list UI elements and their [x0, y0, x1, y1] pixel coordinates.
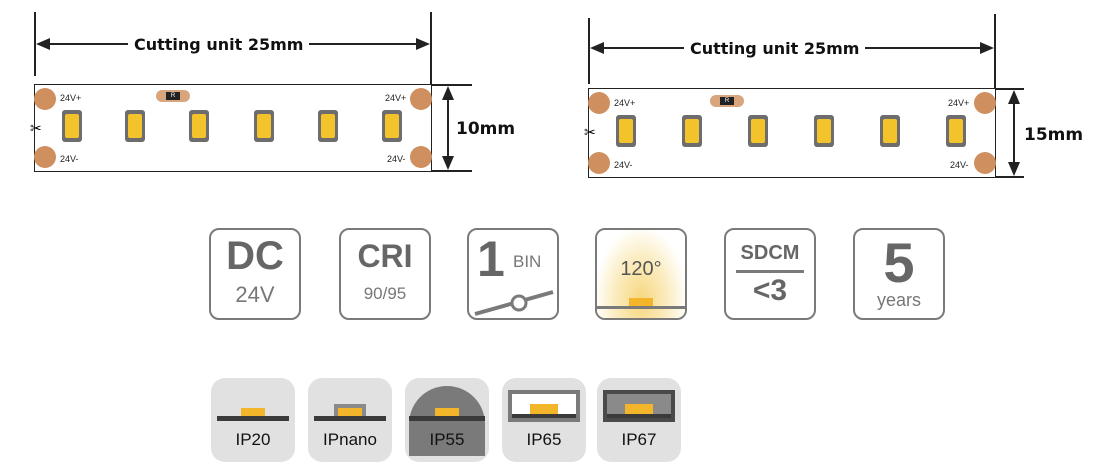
solder-pad-icon	[410, 146, 432, 168]
warranty-spec-icon: 5 years	[853, 228, 945, 320]
led-chip-icon	[254, 110, 274, 142]
width-line-bottom	[996, 176, 1024, 178]
ip-label: IP20	[235, 430, 271, 449]
led-chip-icon	[435, 408, 459, 416]
pcb-base	[314, 416, 386, 421]
led-chip-icon	[125, 110, 145, 142]
led-chip-icon	[625, 404, 653, 414]
led-chip-icon	[748, 115, 768, 147]
sdcm-spec-icon: SDCM <3	[724, 228, 816, 320]
ip-label: IP55	[429, 430, 465, 449]
ip67-icon: IP67	[597, 378, 681, 462]
voltage-positive-label: 24V+	[60, 93, 82, 103]
silicone-dome	[409, 386, 485, 456]
led-chip-icon	[629, 298, 653, 306]
chip-base-line	[597, 306, 685, 309]
led-chip-icon	[682, 115, 702, 147]
led-chip-icon	[814, 115, 834, 147]
bin-spec-icon: 1 BIN	[467, 228, 559, 320]
led-strip-body	[34, 84, 432, 172]
strip-width-label: 10mm	[456, 119, 516, 139]
led-chip-icon	[616, 115, 636, 147]
solder-pad-icon	[34, 88, 56, 110]
led-strip-body	[588, 88, 996, 178]
solder-pad-icon	[974, 92, 996, 114]
pcb-base	[607, 414, 671, 418]
resistor-icon: R	[710, 95, 744, 107]
cut-line-left	[34, 12, 36, 76]
voltage-negative-label: 24V-	[387, 154, 406, 164]
ip20-icon: IP20	[211, 378, 295, 462]
led-chip-icon	[189, 110, 209, 142]
scissors-icon: ✂	[30, 120, 42, 136]
voltage-positive-label: 24V+	[385, 93, 407, 103]
voltage-positive-label: 24V+	[948, 98, 970, 108]
pcb-base	[409, 416, 485, 421]
voltage-spec-icon: DC 24V	[209, 228, 301, 320]
led-chip-icon	[382, 110, 402, 142]
led-chip-icon	[530, 404, 558, 414]
led-chip-icon	[946, 115, 966, 147]
width-arrow	[442, 86, 454, 170]
voltage-positive-label: 24V+	[614, 98, 636, 108]
solder-pad-icon	[34, 146, 56, 168]
cri-spec-icon: CRI 90/95	[339, 228, 431, 320]
width-line-top	[432, 84, 472, 86]
width-line-top	[996, 88, 1024, 90]
voltage-negative-label: 24V-	[950, 160, 969, 170]
led-chip-icon	[62, 110, 82, 142]
strip-width-label: 15mm	[1024, 125, 1084, 145]
resistor-icon: R	[156, 90, 190, 102]
scissors-icon: ✂	[584, 124, 596, 140]
pcb-base	[217, 416, 289, 421]
width-arrow	[1008, 90, 1020, 176]
ipnano-icon: IPnano	[308, 378, 392, 462]
sdcm-divider	[736, 270, 804, 273]
solder-pad-icon	[974, 152, 996, 174]
beam-angle-spec-icon: 120°	[595, 228, 687, 320]
ip-label: IPnano	[323, 430, 377, 449]
ip65-icon: IP65	[502, 378, 586, 462]
solder-pad-icon	[588, 152, 610, 174]
solder-pad-icon	[588, 92, 610, 114]
voltage-negative-label: 24V-	[60, 154, 79, 164]
cutting-unit-label: Cutting unit 25mm	[128, 35, 310, 54]
solder-pad-icon	[410, 88, 432, 110]
pcb-base	[512, 414, 576, 418]
cutting-unit-label: Cutting unit 25mm	[684, 39, 866, 58]
width-line-bottom	[432, 170, 472, 172]
ip-label: IP67	[621, 430, 657, 449]
bin-scale-icon	[474, 290, 554, 316]
cut-line-left	[588, 18, 590, 84]
led-chip-icon	[318, 110, 338, 142]
voltage-negative-label: 24V-	[614, 160, 633, 170]
ip55-icon: IP55	[405, 378, 489, 462]
led-chip-icon	[241, 408, 265, 416]
ip-label: IP65	[526, 430, 562, 449]
led-chip-icon	[338, 408, 362, 416]
led-chip-icon	[880, 115, 900, 147]
